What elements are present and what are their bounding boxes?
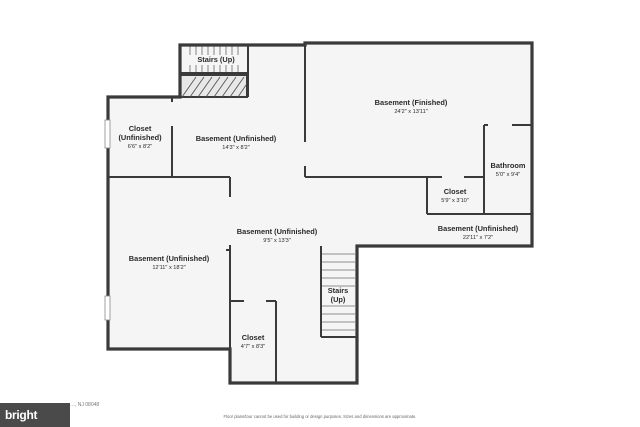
disclaimer-text: Floor plans/tour cannot be used for buil…	[223, 414, 417, 419]
stairs-top	[188, 46, 240, 73]
address-text: …, NJ 08048	[70, 402, 100, 408]
brand-logo: bright	[0, 403, 70, 427]
stairs-hatch	[179, 74, 248, 98]
floor-area	[108, 43, 532, 383]
windows	[104, 119, 111, 321]
doors	[170, 102, 512, 303]
stairs-mid	[320, 246, 356, 338]
